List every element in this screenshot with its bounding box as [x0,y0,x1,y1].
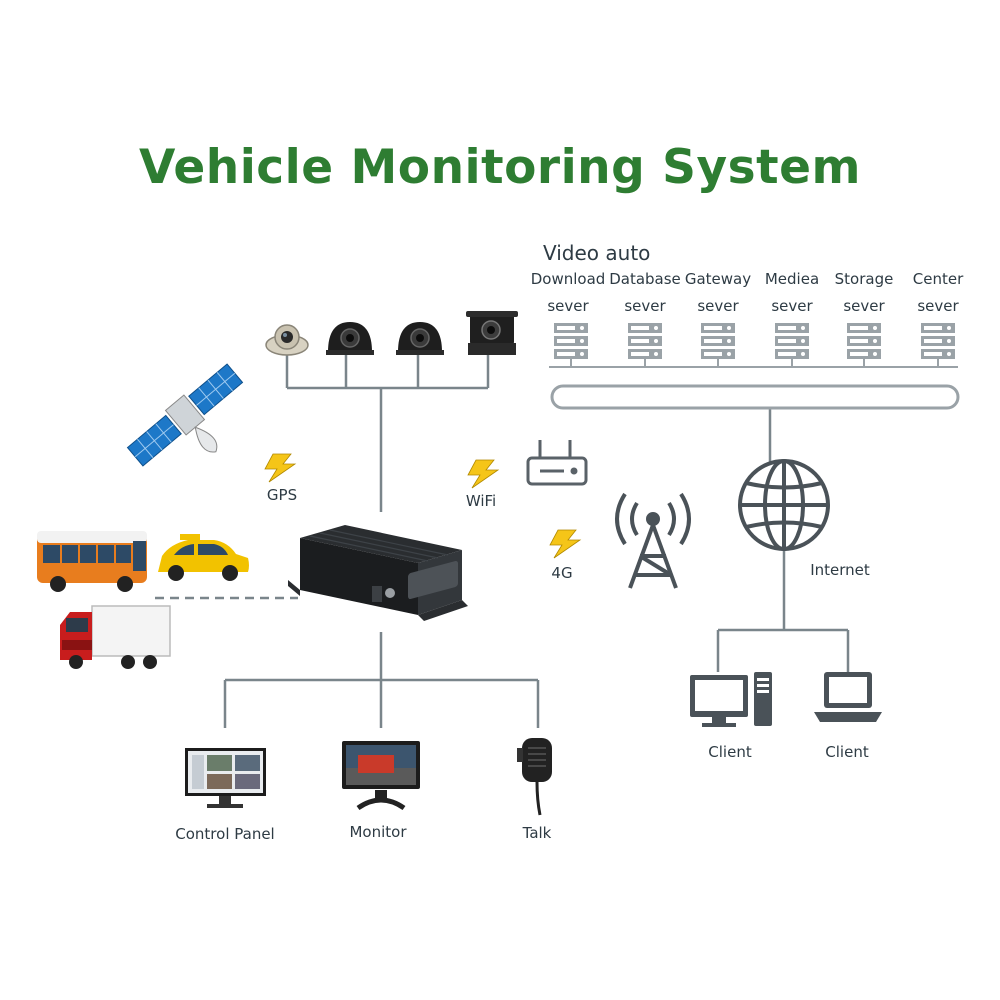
server-group-header: Video auto [543,241,651,265]
server-bus [550,384,960,410]
wifi-label: WiFi [465,492,497,510]
client-label: Client [825,743,869,761]
rear-view-camera-icon [466,311,518,355]
server-rack-icon [553,322,589,368]
client-label: Client [708,743,752,761]
laptop-icon [814,672,882,722]
side-camera-icon [396,322,444,355]
globe-internet-icon [738,459,830,551]
server-rack-icon [700,322,736,368]
bus-icon [37,531,147,592]
handheld-microphone-icon [517,738,552,816]
desktop-computer-icon [690,672,772,727]
dome-camera-icon [265,324,309,356]
server-rack-icon [920,322,956,368]
page-title: Vehicle Monitoring System [139,140,861,195]
taxi-icon [158,534,249,581]
satellite-icon [126,363,244,467]
monitor-label: Monitor [349,823,407,841]
wifi-signal-icon [467,459,499,489]
side-camera-icon [326,322,374,355]
internet-label: Internet [810,561,870,579]
cell-tower-icon [615,492,691,589]
server-rack-icon [846,322,882,368]
talk-label: Talk [522,824,552,842]
control-panel-label: Control Panel [175,825,275,843]
gps-label: GPS [266,486,298,504]
monitor-icon [342,741,420,811]
control-panel-screen-icon [185,748,266,808]
connector-lines [223,355,850,728]
gps-signal-icon [264,453,296,483]
server-rack-icon [774,322,810,368]
server-rack-icon [627,322,663,368]
router-icon [526,440,588,486]
mobile-dvr-device [288,525,468,621]
truck-icon [60,605,171,669]
cellular-label: 4G [551,564,573,582]
cellular-signal-icon [549,529,581,559]
